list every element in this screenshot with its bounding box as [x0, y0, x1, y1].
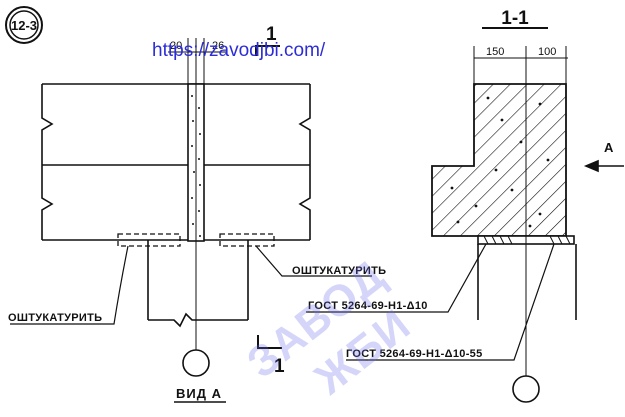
mortar-stipple [191, 95, 201, 237]
cut-marker-top [255, 45, 280, 56]
leader-gost-2 [346, 243, 555, 361]
cut-marker-bottom [257, 335, 282, 349]
weld-marks [483, 235, 571, 245]
dimension-section-a: 150 [486, 46, 504, 58]
support-break-line [148, 312, 248, 328]
right-break-line [298, 84, 311, 240]
watermark-url: https://zavodjbi.com/ [152, 40, 326, 61]
dimension-left-b: 26 [212, 40, 224, 52]
leader-gost-1 [306, 243, 487, 313]
elevation-view [10, 38, 372, 377]
plaster-zone-right [219, 233, 275, 247]
cut-label-bottom: 1 [274, 356, 285, 377]
badge-label: 12-3 [11, 18, 37, 33]
note-plaster-left: ОШТУКАТУРИТЬ [8, 312, 102, 324]
dimension-left-a: 20 [170, 40, 182, 52]
section-view [306, 27, 624, 403]
note-gost-1: ГОСТ 5264-69-Н1-Δ10 [308, 300, 428, 312]
view-arrow-head [583, 159, 599, 173]
note-gost-2: ГОСТ 5264-69-Н1-Δ10-55 [346, 348, 483, 360]
view-label: ВИД А [176, 386, 222, 401]
note-plaster-right: ОШТУКАТУРИТЬ [292, 265, 386, 277]
section-title: 1-1 [501, 8, 529, 29]
left-break-line [41, 84, 54, 240]
leader-plaster-left [10, 245, 129, 325]
concrete-aggregate [450, 96, 550, 228]
plaster-zone-left [117, 233, 181, 247]
section-axis-marker [512, 375, 540, 403]
cut-label-top: 1 [266, 24, 277, 45]
sheet-badge: 12-3 [5, 6, 43, 44]
view-marker-label: А [604, 140, 614, 155]
axis-marker [182, 349, 210, 377]
dimension-section-b: 100 [538, 46, 556, 58]
leader-plaster-right [255, 245, 372, 277]
slab-section-shape [431, 83, 567, 237]
